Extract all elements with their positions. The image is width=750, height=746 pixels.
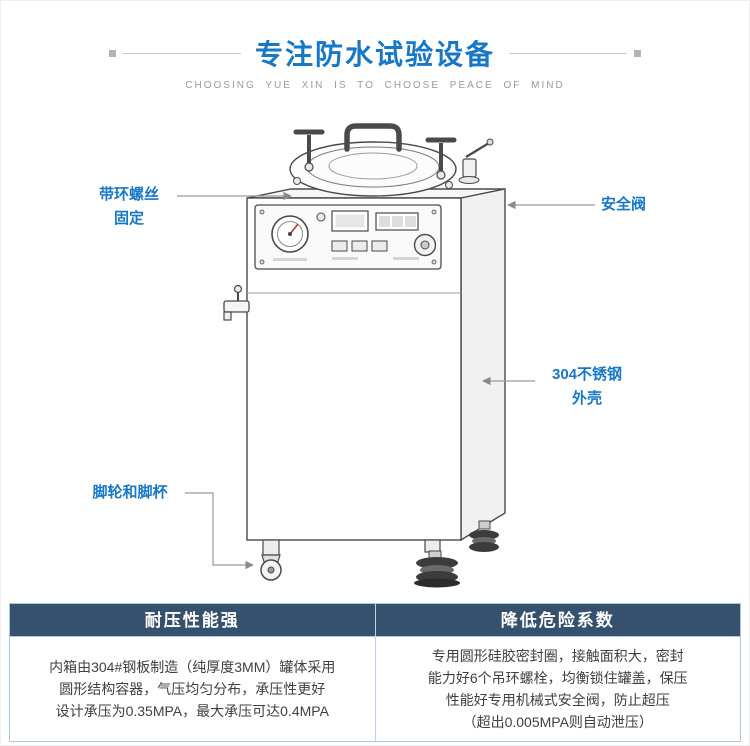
feature-column-body: 内箱由304#钢板制造（纯厚度3MM）罐体采用 圆形结构容器，气压均匀分布，承压… [10,637,375,741]
callout-leader-lines [177,191,595,570]
feature-text-line: （超出0.005MPA则自动泄压） [462,714,653,730]
feature-column-header: 降低危险系数 [375,604,740,637]
feature-text-line: 内箱由304#钢板制造（纯厚度3MM）罐体采用 [49,659,336,675]
feature-text-line: 设计承压为0.35MPA，最大承压可达0.4MPA [55,703,329,719]
feature-text-line: 能力好6个吊环螺栓，均衡锁住罐盖，保压 [427,670,688,686]
callout-text-line: 带环螺丝 [98,186,159,203]
decoration-line [122,52,241,54]
title-decoration-right [509,49,641,57]
feature-column-body: 专用圆形硅胶密封圈，接触面积大，密封 能力好6个吊环螺栓，均衡锁住罐盖，保压 性… [376,637,741,741]
callout-casters: 脚轮和脚杯 [92,484,168,501]
page-subtitle: CHOOSING YUE XIN IS TO CHOOSE PEACE OF M… [185,80,565,91]
feature-column-safety: 降低危险系数 专用圆形硅胶密封圈，接触面积大，密封 能力好6个吊环螺栓，均衡锁住… [374,604,741,741]
feature-text-line: 性能好专用机械式安全阀，防止超压 [445,692,670,708]
callout-ring-screw: 带环螺丝 固定 [86,183,172,231]
callout-text-line: 固定 [113,210,144,227]
page-header: 专注防水试验设备 CHOOSING YUE XIN IS TO CHOOSE P… [1,1,749,91]
feature-text-line: 专用圆形硅胶密封圈，接触面积大，密封 [431,648,684,664]
pressure-tank-illustration [177,123,595,588]
callout-text-line: 304不锈钢 [551,366,623,383]
title-decoration-left [108,49,241,57]
callout-stainless-shell: 304不锈钢 外壳 [539,363,635,411]
decoration-square-icon [108,49,116,57]
page-title: 专注防水试验设备 [254,39,495,70]
decoration-line [509,52,627,54]
feature-text-line: 圆形结构容器，气压均匀分布，承压性更好 [59,681,326,697]
equipment-diagram: 带环螺丝 固定 安全阀 304不锈钢 外壳 脚轮和脚杯 [1,93,750,593]
feature-table: 耐压性能强 内箱由304#钢板制造（纯厚度3MM）罐体采用 圆形结构容器，气压均… [9,603,741,742]
callout-text-line: 外壳 [571,390,602,407]
callout-safety-valve: 安全阀 [601,196,647,213]
feature-column-pressure: 耐压性能强 内箱由304#钢板制造（纯厚度3MM）罐体采用 圆形结构容器，气压均… [10,604,375,741]
decoration-square-icon [634,49,641,57]
title-row: 专注防水试验设备 [1,33,749,73]
feature-column-header: 耐压性能强 [10,604,375,637]
